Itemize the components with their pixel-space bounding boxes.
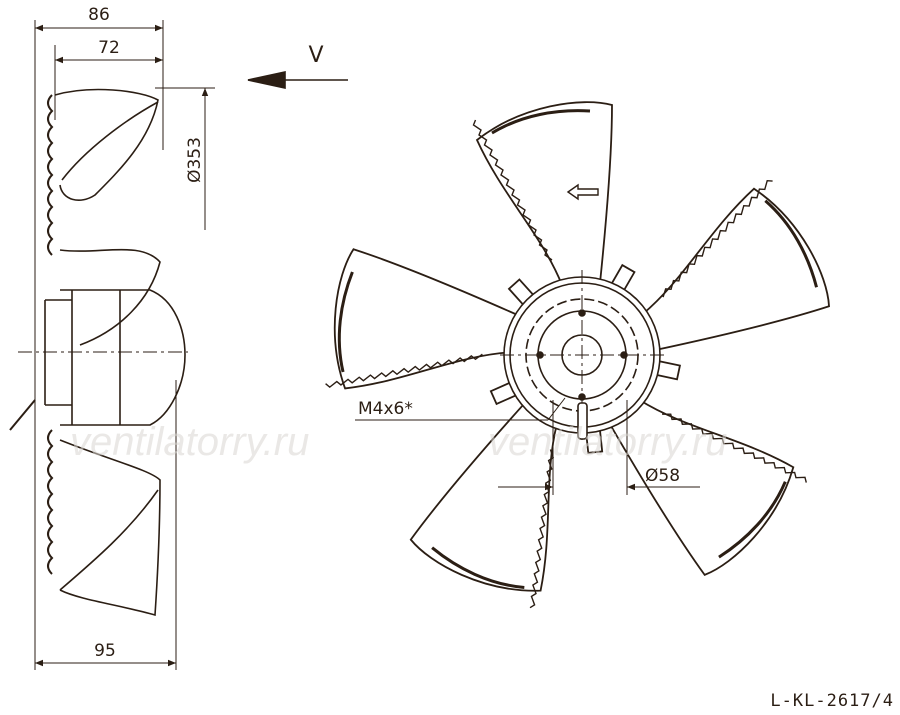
dim-width-bottom: 95	[94, 641, 116, 661]
watermark-right: ventilatorry.ru	[488, 420, 727, 464]
dim-diameter-hub: Ø58	[645, 466, 680, 486]
fan-blade	[475, 101, 613, 286]
fan-blade	[641, 187, 830, 351]
fan-blade	[409, 401, 559, 592]
dim-width-inner: 72	[98, 38, 120, 58]
blade-serration	[662, 413, 807, 483]
dim-width-top: 86	[88, 5, 110, 25]
fan-blade	[333, 248, 521, 390]
blade-serration	[662, 180, 773, 298]
watermark-left: ventilatorry.ru	[70, 420, 309, 464]
blade-tip-edge	[764, 199, 818, 288]
blade-tip-edge	[491, 109, 591, 135]
blade-tip-edge	[431, 546, 525, 589]
front-view-hub	[500, 270, 665, 440]
blade-serration	[325, 353, 483, 389]
airflow-arrow	[247, 71, 348, 89]
mount-callout	[355, 397, 566, 421]
front-view-blades	[325, 101, 830, 609]
hub-diameter-dim	[498, 400, 700, 495]
drawing-number: L-KL-2617/4	[770, 691, 894, 711]
mount-holes-label: M4x6*	[358, 399, 413, 419]
side-view	[9, 20, 215, 670]
dim-diameter-side: Ø353	[185, 137, 205, 183]
blade-serration	[529, 449, 554, 609]
blade-serration	[472, 119, 553, 261]
blade-tip-edge	[337, 271, 354, 373]
rotation-arrow-icon	[566, 183, 599, 201]
fan-blade	[608, 398, 795, 576]
blade-tip-edge	[718, 481, 787, 559]
airflow-label: V	[308, 43, 323, 68]
